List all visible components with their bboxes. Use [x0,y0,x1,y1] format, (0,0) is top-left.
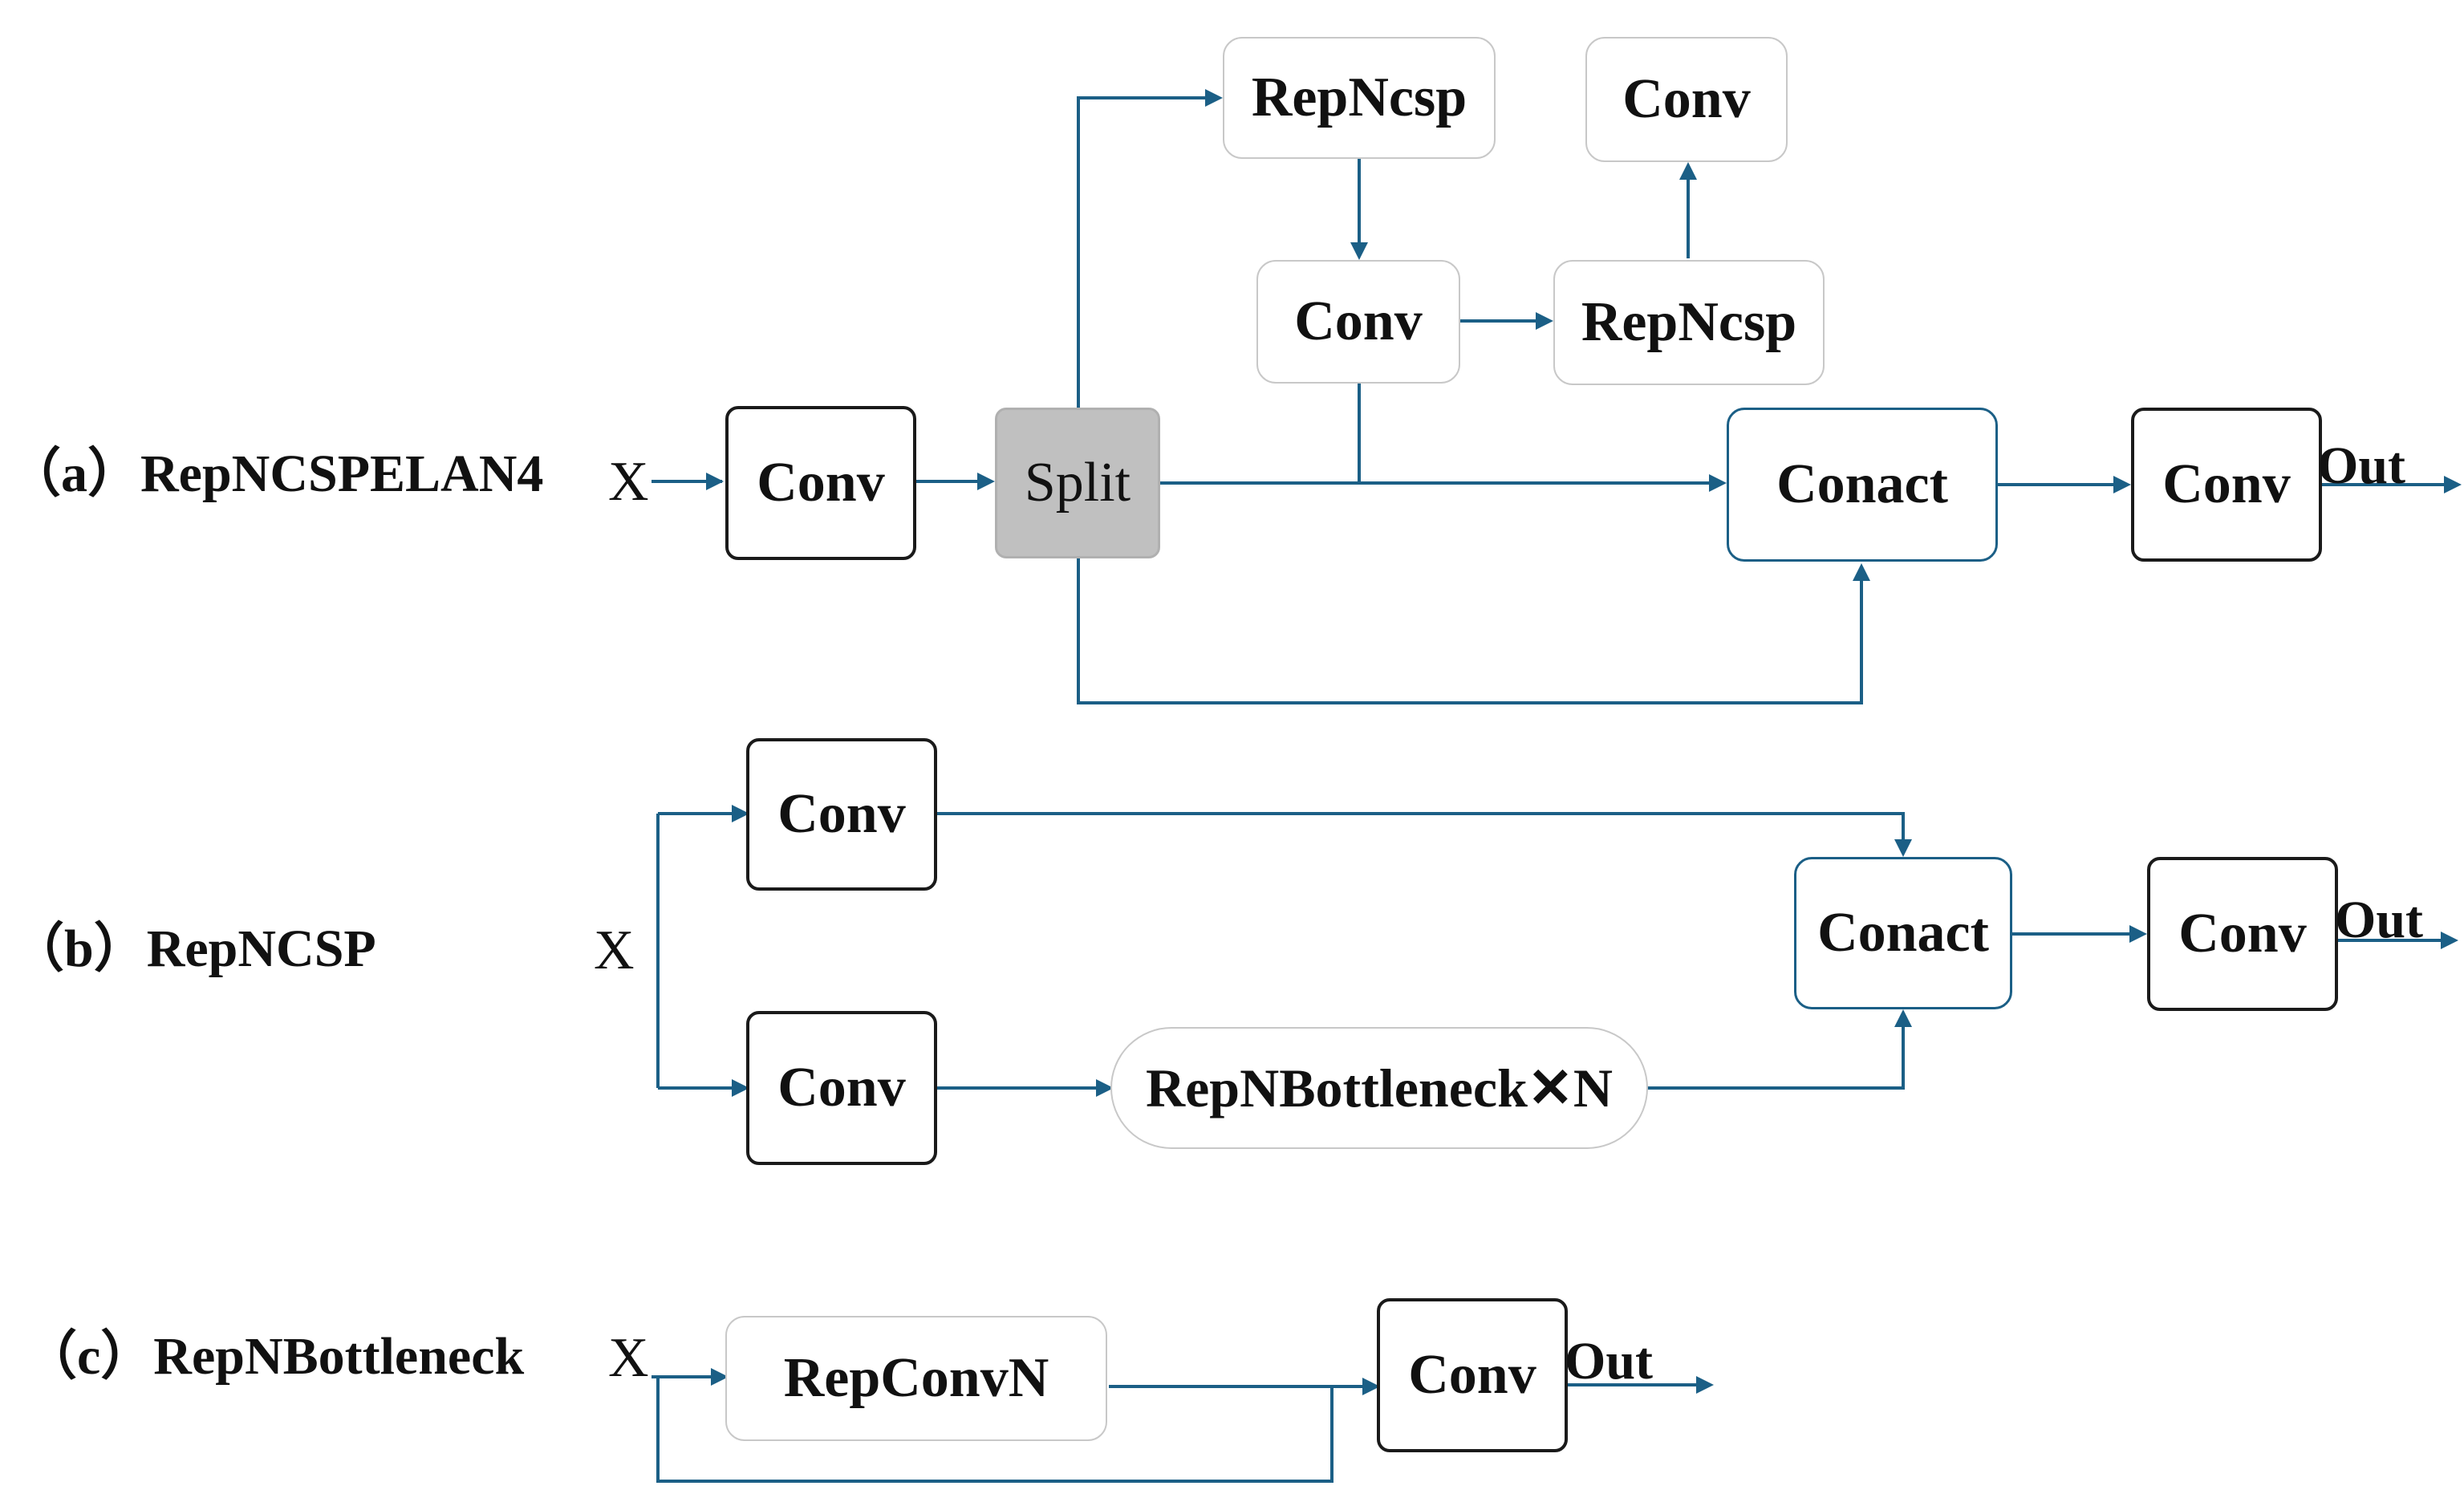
arrowhead [2113,476,2131,493]
edge-a-split-bottom-to-concat [1077,558,1863,704]
arrowhead [1362,1378,1380,1395]
arrowhead [1894,1009,1912,1027]
panel-b-bottleneck: RepNBottleneck✕N [1110,1027,1648,1149]
arrowhead [711,1368,729,1386]
node-text: RepNBottleneck✕N [1145,1057,1614,1118]
edge-a-split-to-repncsp1 [1077,96,1220,408]
panel-a-output-label: Out [2317,436,2406,495]
arrowhead [1853,563,1870,581]
arrowhead [2129,925,2147,943]
node-text: Conv [1408,1344,1536,1406]
node-text: Conv [777,783,906,845]
node-text: RepNcsp [1581,291,1797,353]
node-text: Conv [777,1057,906,1118]
edge-b-bottleneck-to-concat [1646,1013,1905,1090]
panel-a-conv-in: Conv [725,406,916,560]
arrowhead [1709,474,1727,492]
arrowhead [977,473,995,490]
panel-b-concat: Conact [1794,857,2012,1009]
panel-a-concat: Conact [1727,408,1998,562]
node-text: Conv [1622,68,1751,130]
arrowhead [2444,476,2462,493]
panel-a-conv-out: Conv [2131,408,2322,562]
panel-b-output-label: Out [2335,891,2424,949]
node-text: RepNcsp [1251,67,1467,128]
node-text: RepConvN [783,1347,1049,1409]
node-text: Split [1024,452,1131,514]
arrowhead [1096,1079,1114,1097]
node-text: Conact [1776,453,1948,515]
panel-c-repconv: RepConvN [725,1316,1107,1441]
arrowhead [1205,89,1223,107]
arrowhead [1696,1376,1714,1394]
node-text: Conv [1294,290,1423,352]
arrowhead [2441,932,2458,949]
panel-a-split: Split [995,408,1160,558]
panel-b-conv-bottom: Conv [746,1011,937,1165]
panel-c-label: （c）RepNBottleneck [24,1327,525,1386]
panel-c-output-label: Out [1565,1332,1654,1390]
arrowhead [1679,162,1697,180]
node-text: Conact [1817,902,1989,964]
arrowhead [706,473,724,490]
arrowhead [732,1079,749,1097]
panel-b-conv-out: Conv [2147,857,2338,1011]
panel-c-input-label: X [608,1327,649,1389]
panel-b-conv-top: Conv [746,738,937,891]
arrowhead [1894,839,1912,857]
arrowhead [1350,242,1368,260]
node-text: Conv [2178,903,2307,964]
panel-a-input-label: X [608,451,649,513]
panel-a-repncsp-1: RepNcsp [1223,37,1496,159]
panel-a-repncsp-2: RepNcsp [1553,260,1825,385]
edge-b-convtop-to-concat [937,812,1905,854]
panel-b-label: （b）RepNCSP [11,920,376,978]
panel-c-conv: Conv [1377,1298,1568,1452]
panel-b-input-label: X [594,920,635,981]
edge-c-skip [656,1377,1333,1483]
panel-a-conv-mid: Conv [1256,260,1460,384]
panel-a-conv-top: Conv [1585,37,1788,162]
arrowheads [706,89,2462,1395]
arrowhead [732,805,749,822]
node-text: Conv [2162,453,2291,515]
arrowhead [1536,312,1553,330]
panel-a-label: （a）RepNCSPELAN4 [8,445,544,503]
node-text: Conv [757,452,885,514]
